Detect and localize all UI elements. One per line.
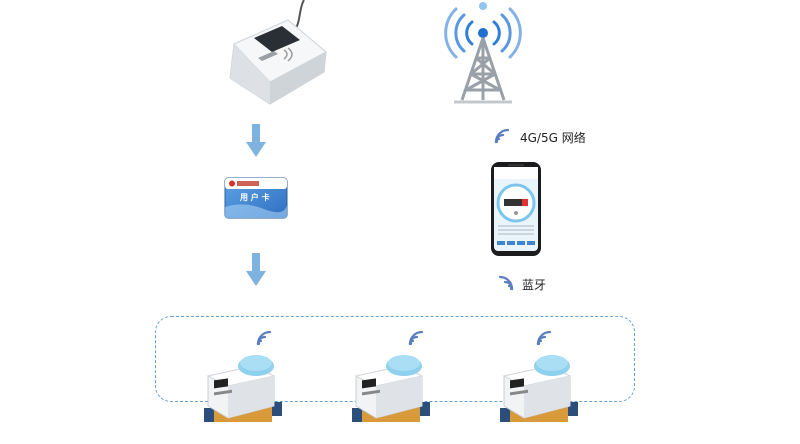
water-meter xyxy=(498,352,580,432)
water-meter xyxy=(202,352,284,432)
card-reader xyxy=(222,0,332,112)
wifi-signal-icon xyxy=(494,128,510,144)
wifi-signal-icon xyxy=(408,330,424,346)
arrow-down-icon xyxy=(246,124,266,158)
water-meter xyxy=(350,352,432,432)
user-card: 用 户 卡 xyxy=(224,177,288,219)
wifi-signal-icon xyxy=(256,330,272,346)
radio-tower-icon xyxy=(440,0,526,108)
network-label: 4G/5G 网络 xyxy=(520,131,586,145)
user-card-label: 用 户 卡 xyxy=(240,193,270,202)
bluetooth-label: 蓝牙 xyxy=(522,278,547,292)
wifi-signal-icon xyxy=(498,275,514,291)
wifi-signal-icon xyxy=(536,330,552,346)
arrow-down-icon xyxy=(246,253,266,287)
smartphone xyxy=(490,161,542,257)
